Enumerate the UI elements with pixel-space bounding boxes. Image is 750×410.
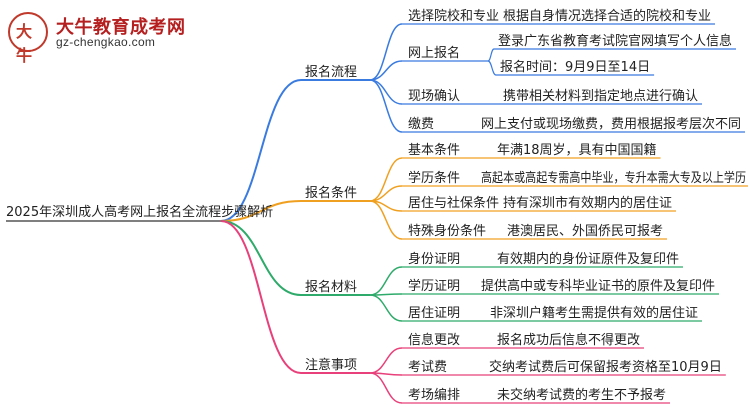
mindmap-nodes: 2025年深圳成人高考网上报名全流程步骤解析 报名流程 选择院校和专业根据自身情况选…: [6, 8, 746, 403]
detail-text-3-1-1: 有效期内的身份证原件及复印件: [497, 251, 679, 267]
item-label-4-3: 考场编排: [408, 388, 460, 403]
item-label-1-2: 网上报名: [408, 45, 460, 61]
detail-text-1-2-2: 报名时间：9月9日至14日: [500, 59, 650, 75]
item-link-2-4: [369, 200, 403, 240]
item-label-1-3: 现场确认: [408, 89, 460, 104]
logo-url: gz-chengkao.com: [56, 35, 156, 49]
detail-text-1-3-1: 携带相关材料到指定地点进行确认: [503, 88, 698, 104]
logo-mark-icon: 大牛: [8, 12, 48, 65]
detail-text-1-2-1: 登录广东省教育考试院官网填写个人信息: [498, 33, 732, 49]
item-link-1-2: [369, 60, 403, 81]
branch-link-3: [220, 220, 302, 296]
root-topic: 2025年深圳成人高考网上报名全流程步骤解析: [6, 204, 273, 220]
branch-label-1: 报名流程: [305, 64, 357, 80]
item-link-2-1: [369, 157, 403, 202]
item-label-1-4: 缴费: [408, 117, 434, 132]
item-link-4-1: [369, 347, 403, 374]
detail-text-3-3-1: 非深圳户籍考生需提供有效的居住证: [490, 305, 698, 321]
detail-text-4-3-1: 未交纳考试费的考生不予报考: [497, 387, 666, 403]
detail-text-2-1-1: 年满18周岁，具有中国国籍: [497, 142, 657, 158]
item-label-2-1: 基本条件: [408, 142, 460, 158]
logo-title: 大牛教育成考网: [56, 17, 186, 38]
item-label-3-3: 居住证明: [408, 306, 460, 321]
item-label-4-2: 考试费: [408, 360, 447, 375]
detail-text-2-4-1: 港澳居民、外国侨民可报考: [507, 223, 663, 239]
item-label-2-4: 特殊身份条件: [408, 223, 486, 239]
site-logo: 大牛 大牛教育成考网 gz-chengkao.com: [8, 12, 228, 65]
branch-link-1: [220, 79, 302, 222]
detail-link-1-2-2: [487, 60, 497, 76]
item-label-2-2: 学历条件: [408, 170, 460, 186]
item-link-1-1: [369, 23, 403, 81]
detail-text-2-2-1: 高起本或高起专需高中毕业，专升本需大专及以上学历: [481, 170, 746, 186]
item-label-2-3: 居住与社保条件: [408, 195, 499, 211]
item-label-1-1: 选择院校和专业: [408, 8, 499, 24]
item-link-3-1: [369, 266, 403, 296]
branch-label-2: 报名条件: [305, 185, 357, 201]
branch-link-4: [220, 220, 302, 374]
detail-text-1-4-1: 网上支付或现场缴费，费用根据报考层次不同: [481, 116, 741, 132]
branch-label-4: 注意事项: [305, 357, 357, 373]
detail-link-1-2-1: [487, 48, 495, 62]
item-link-1-3: [369, 79, 403, 105]
item-link-4-3: [369, 372, 403, 404]
detail-text-4-2-1: 交纳考试费后可保留报考资格至10月9日: [489, 359, 722, 375]
detail-text-1-1-1: 根据自身情况选择合适的院校和专业: [503, 8, 711, 24]
detail-text-4-1-1: 报名成功后信息不得更改: [497, 332, 640, 348]
branch-label-3: 报名材料: [305, 279, 357, 295]
item-link-3-3: [369, 294, 403, 322]
item-label-3-2: 学历证明: [408, 278, 460, 294]
detail-text-2-3-1: 持有深圳市有效期内的居住证: [503, 195, 672, 211]
branch-link-2: [220, 200, 302, 222]
detail-text-3-2-1: 提供高中或专科毕业证书的原件及复印件: [481, 278, 715, 294]
item-label-3-1: 身份证明: [408, 251, 460, 267]
item-link-1-4: [369, 79, 403, 133]
item-label-4-1: 信息更改: [408, 332, 460, 348]
mindmap-links: [6, 23, 748, 404]
